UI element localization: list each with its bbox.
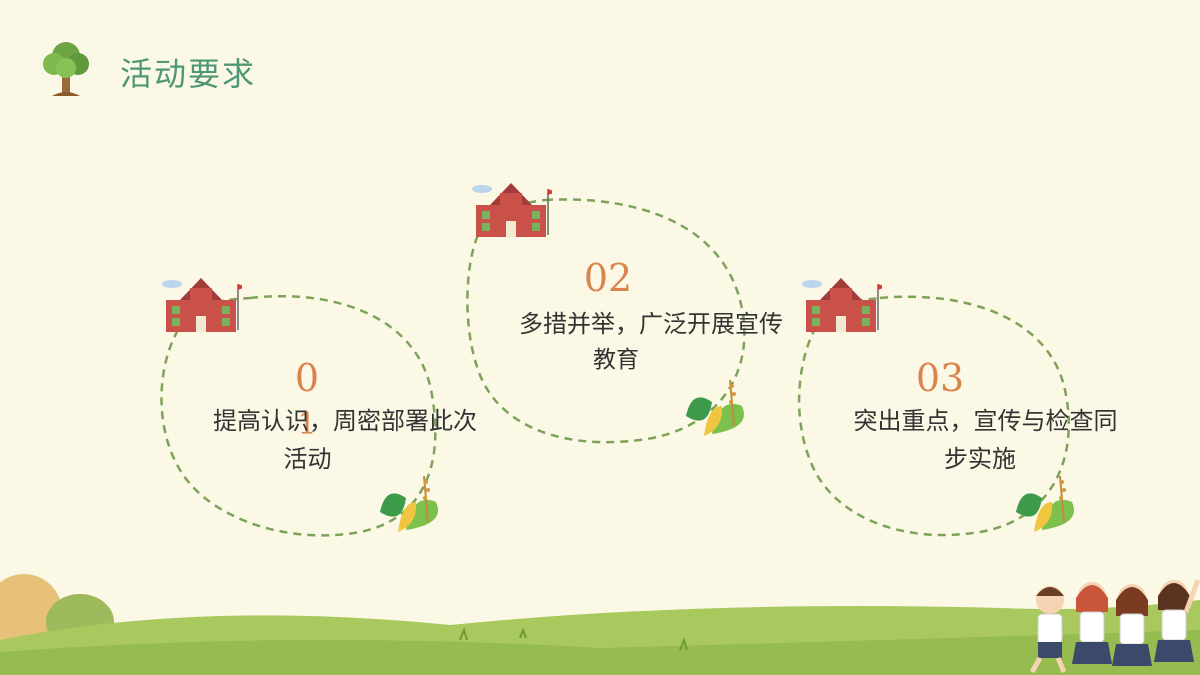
card-1-number: 0 [294, 356, 320, 400]
school-building-icon [162, 278, 242, 332]
card-3-text-line2: 步实施 [944, 445, 1016, 473]
card-2-text-line2: 教育 [593, 347, 639, 373]
school-building-icon [802, 278, 882, 332]
children-illustration [1029, 579, 1200, 674]
ring-2 [466, 198, 746, 444]
plant-leaves-icon [1016, 475, 1074, 532]
plant-leaves-icon [686, 379, 744, 436]
card-3-number: 03 [915, 356, 965, 400]
card-1-number-digit: 1 [297, 407, 317, 442]
card-1-text-line2: 活动 [283, 445, 332, 473]
tree-icon [43, 42, 89, 96]
school-building-icon [472, 183, 552, 237]
card-2-text-line1: 多措并举，广泛开展宣传 [519, 310, 783, 338]
card-3-text-line1: 突出重点，宣传与检查同 [853, 407, 1118, 435]
card-1-text-line1: 提高认识，周密部署此次 [213, 407, 477, 435]
plant-leaves-icon [380, 475, 438, 532]
page-title: 活动要求 [120, 55, 257, 93]
ring-1 [160, 294, 437, 537]
card-2-number: 02 [583, 256, 633, 300]
